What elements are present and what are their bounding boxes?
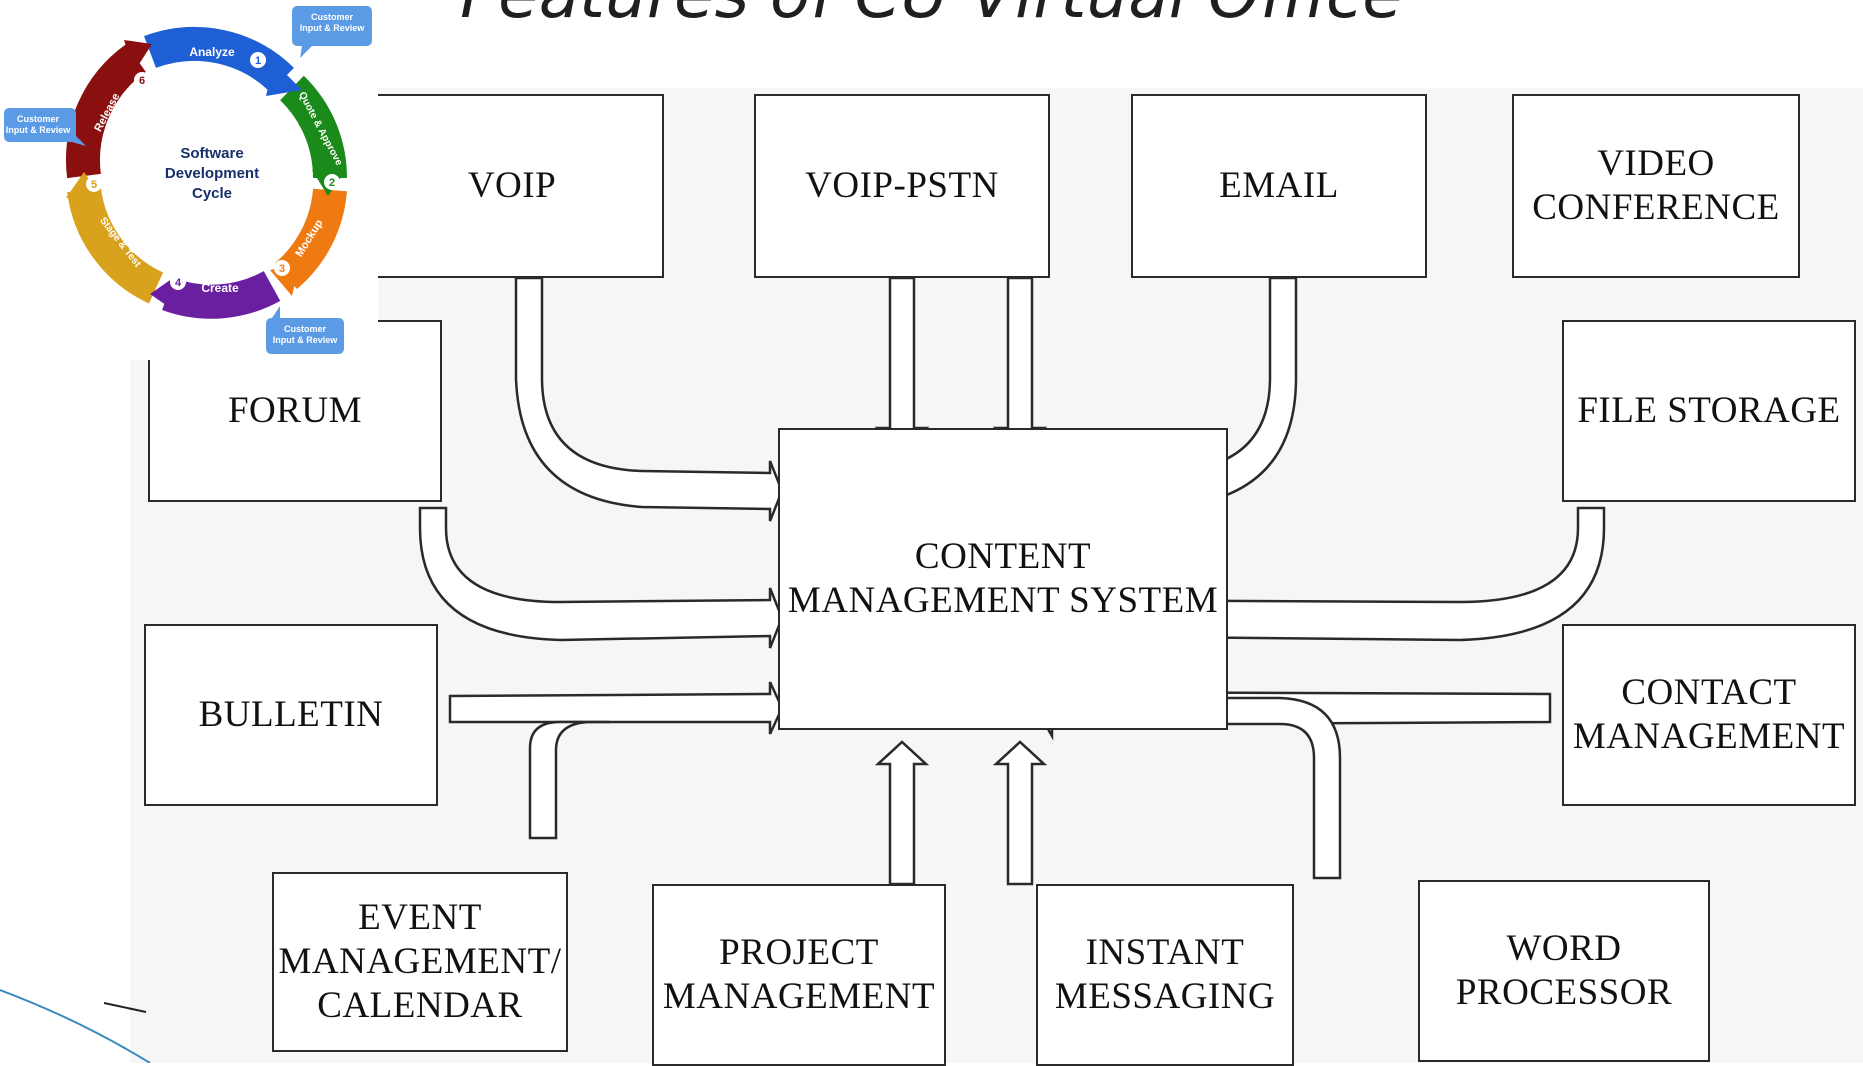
cycle-label-create: Create <box>201 281 239 295</box>
cycle-stage-release-arc <box>66 44 147 179</box>
svg-text:Input & Review: Input & Review <box>300 23 366 33</box>
cycle-num-5: 5 <box>91 179 97 191</box>
node-video-conference: VIDEO CONFERENCE <box>1512 94 1800 278</box>
arrow-voip <box>514 276 784 522</box>
svg-text:Customer: Customer <box>17 114 60 124</box>
node-instant-messaging: INSTANT MESSAGING <box>1036 884 1294 1066</box>
cycle-num-2: 2 <box>329 177 335 189</box>
cycle-num-6: 6 <box>139 75 145 87</box>
decorative-corner-line <box>0 989 151 1063</box>
node-content-management-system: CONTENT MANAGEMENT SYSTEM <box>778 428 1228 730</box>
svg-text:Customer: Customer <box>284 324 327 334</box>
software-development-cycle-graphic: Software Development Cycle Analyze Quote… <box>0 0 378 360</box>
arrow-email <box>992 276 1048 450</box>
arrow-project-management <box>874 740 930 886</box>
callout-left: Customer Input & Review <box>4 108 86 146</box>
arrow-word-processor <box>1208 696 1342 880</box>
callout-bottom: Customer Input & Review <box>266 306 344 354</box>
node-word-processor: WORD PROCESSOR <box>1418 880 1710 1062</box>
arrow-forum <box>418 506 784 649</box>
node-voip-pstn: VOIP-PSTN <box>754 94 1050 278</box>
arrow-bulletin <box>448 681 784 735</box>
node-event-management: EVENT MANAGEMENT/ CALENDAR <box>272 872 568 1052</box>
arrow-instant-messaging <box>992 740 1048 886</box>
node-contact-management: CONTACT MANAGEMENT <box>1562 624 1856 806</box>
svg-text:Input & Review: Input & Review <box>273 335 339 345</box>
cycle-num-1: 1 <box>255 55 261 67</box>
node-email: EMAIL <box>1131 94 1427 278</box>
arrow-event <box>528 720 610 840</box>
svg-text:Input & Review: Input & Review <box>6 125 72 135</box>
cycle-label-analyze: Analyze <box>189 45 235 59</box>
cycle-num-4: 4 <box>175 277 182 289</box>
callout-top: Customer Input & Review <box>292 6 372 58</box>
node-project-management: PROJECT MANAGEMENT <box>652 884 946 1066</box>
cycle-num-3: 3 <box>279 263 285 275</box>
node-voip: VOIP <box>360 94 664 278</box>
cycle-title-line1: Software <box>180 145 243 162</box>
cycle-title-line2: Development <box>165 165 259 182</box>
node-file-storage: FILE STORAGE <box>1562 320 1856 502</box>
cycle-stage-create-arc <box>162 270 281 319</box>
slide-title: Features of CU Virtual Office <box>0 0 1863 33</box>
cycle-stage-analyze-arc <box>144 26 294 93</box>
cycle-stage-test-arc <box>67 187 164 304</box>
cycle-stage-approve-arc <box>279 75 348 179</box>
cycle-title-line3: Cycle <box>192 185 232 202</box>
svg-text:Customer: Customer <box>311 12 354 22</box>
arrow-voip-pstn <box>874 276 930 450</box>
node-bulletin: BULLETIN <box>144 624 438 806</box>
cms-diagram: VOIP VOIP-PSTN EMAIL VIDEO CONFERENCE FO… <box>130 88 1863 1066</box>
